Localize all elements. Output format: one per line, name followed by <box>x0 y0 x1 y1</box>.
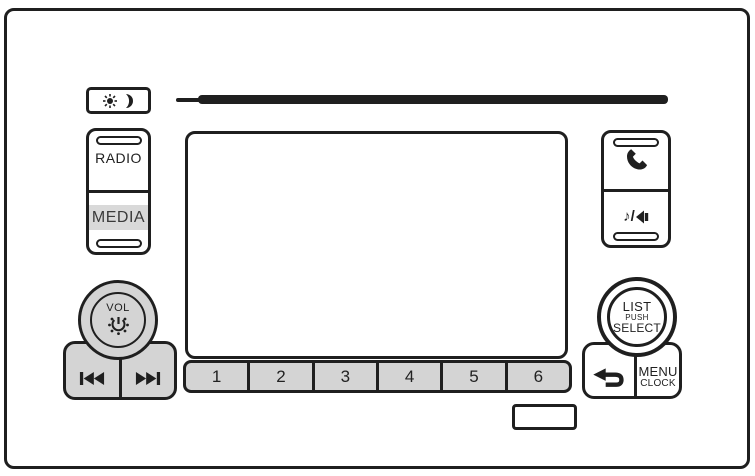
list-select-knob[interactable]: LIST PUSH SELECT <box>597 277 677 357</box>
back-arrow-icon <box>593 368 624 387</box>
brightness-button[interactable] <box>86 87 151 114</box>
list-knob-face: LIST PUSH SELECT <box>607 287 667 347</box>
preset-button-6[interactable]: 6 <box>533 366 544 386</box>
phone-button[interactable] <box>604 146 668 172</box>
blank-panel <box>512 404 577 430</box>
volume-knob-face: VOL <box>90 292 146 348</box>
skip-back-button[interactable] <box>66 344 122 397</box>
preset-button-5[interactable]: 5 <box>443 363 508 390</box>
select-label: SELECT <box>613 320 661 335</box>
preset-strip: 1 2 3 4 5 6 <box>183 360 572 393</box>
push-label: PUSH <box>625 312 649 322</box>
volume-power-knob[interactable]: VOL <box>78 280 158 360</box>
sun-moon-icon <box>102 93 133 108</box>
skip-previous-icon <box>80 372 105 385</box>
skip-button-group <box>63 341 177 400</box>
cd-slot <box>198 95 668 104</box>
button-ridge <box>613 232 659 241</box>
power-illumination-icon <box>107 317 129 335</box>
media-button[interactable]: MEDIA <box>89 205 148 230</box>
back-menu-group: MENU CLOCK <box>582 342 682 399</box>
preset-button-2[interactable]: 2 <box>250 363 315 390</box>
rocker-divider <box>603 189 669 192</box>
preset-button-4[interactable]: 4 <box>379 363 444 390</box>
list-label: LIST <box>622 298 652 314</box>
volume-knob-label: VOL <box>106 302 130 314</box>
faceplate-frame <box>4 8 750 469</box>
touch-display[interactable] <box>185 131 568 359</box>
note-slash-label: ♪/ <box>623 208 635 225</box>
phone-icon <box>627 149 648 170</box>
clock-label: CLOCK <box>640 377 676 389</box>
button-ridge <box>613 138 659 147</box>
back-button[interactable] <box>585 345 637 396</box>
speaker-icon <box>635 210 649 223</box>
menu-label: MENU <box>638 363 678 379</box>
cd-slot-edge <box>176 98 202 102</box>
preset-button-1[interactable]: 1 <box>186 363 251 390</box>
preset-button-3[interactable]: 3 <box>315 363 379 390</box>
menu-clock-button[interactable]: MENU CLOCK <box>637 345 679 396</box>
skip-next-icon <box>135 372 160 385</box>
audio-mode-button[interactable]: ♪/ <box>604 208 668 225</box>
rocker-divider <box>88 190 149 193</box>
radio-media-rocker: RADIO MEDIA <box>86 128 151 255</box>
skip-forward-button[interactable] <box>122 344 175 397</box>
radio-button[interactable]: RADIO <box>95 150 142 166</box>
button-ridge <box>95 239 142 248</box>
phone-audio-rocker: ♪/ <box>601 130 671 248</box>
button-ridge <box>95 136 142 145</box>
